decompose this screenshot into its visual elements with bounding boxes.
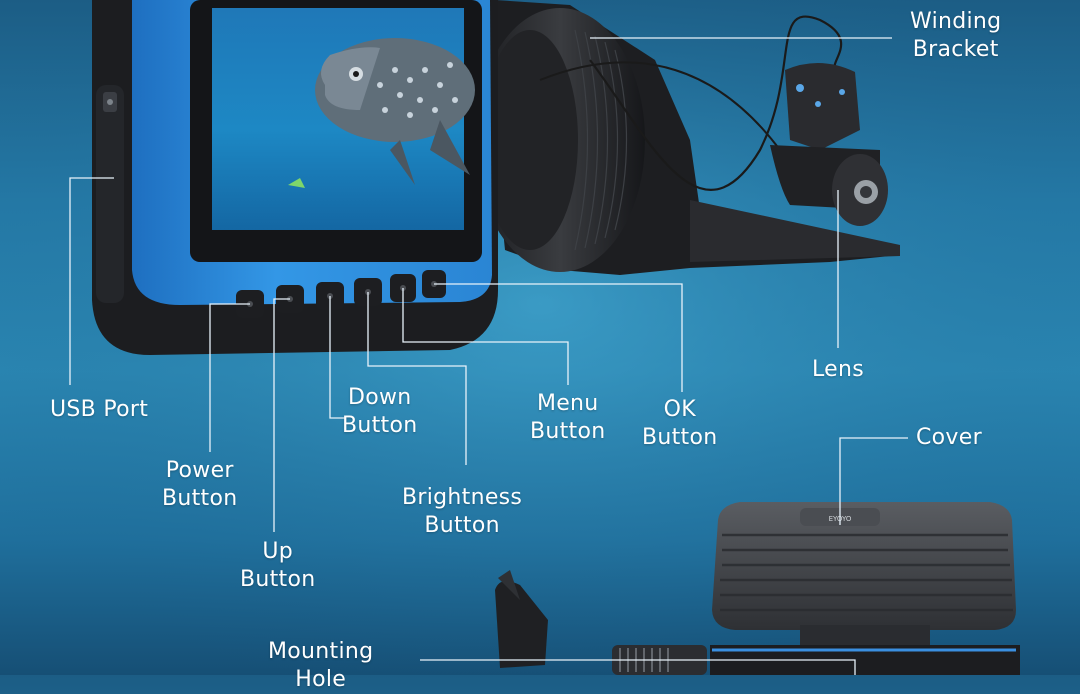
label-cover: Cover [916, 425, 982, 450]
label-brightness-button: Brightness Button [402, 485, 523, 538]
leader-cover [839, 437, 908, 525]
product-diagram: EYOYO [0, 0, 1080, 675]
label-menu-button: Menu Button [530, 391, 606, 444]
underwater-camera [770, 62, 888, 226]
leader-lines [69, 37, 908, 675]
camera-cable [589, 15, 843, 191]
label-power-button: Power Button [162, 458, 238, 511]
label-ok-button: OK Button [642, 397, 718, 450]
label-usb-port: USB Port [50, 397, 149, 422]
label-mounting-hole: Mounting Hole [268, 639, 374, 692]
label-winding-bracket: Winding Bracket [910, 9, 1002, 62]
leader-brightness-button [367, 292, 467, 465]
leader-down-button [329, 296, 345, 419]
leader-mounting-hole [420, 659, 856, 675]
monitor-unit [92, 0, 498, 355]
leader-ok-button [434, 283, 683, 392]
leader-usb-port [69, 177, 114, 385]
usb-port [96, 85, 124, 303]
label-lens: Lens [812, 357, 865, 382]
label-down-button: Down Button [342, 385, 418, 438]
fish-image [288, 38, 475, 188]
leader-power-button [209, 303, 250, 452]
leader-up-button [273, 298, 290, 532]
leader-menu-button [402, 288, 569, 385]
label-up-button: Up Button [240, 539, 316, 592]
